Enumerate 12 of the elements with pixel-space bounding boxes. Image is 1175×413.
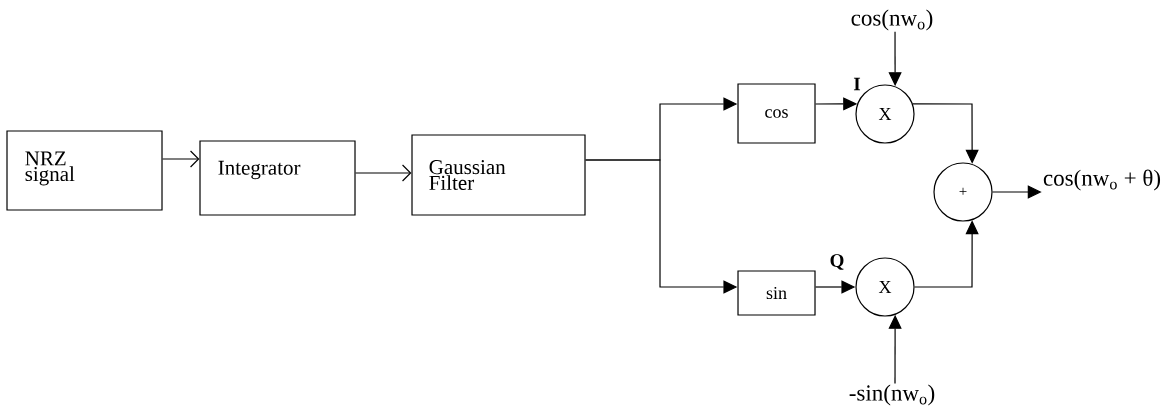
signal-label: cos(nw$_{o}$) <box>851 9 933 31</box>
arrow <box>355 164 412 182</box>
function-box: sin <box>737 270 816 316</box>
process-box: Integrator <box>199 140 356 216</box>
arrow <box>912 103 979 164</box>
edge-label: Q <box>828 253 846 271</box>
process-box: Gaussian Filter <box>411 134 586 216</box>
process-box: NRZ signal <box>6 130 163 211</box>
signal-label: -sin(nw$_{o}$) <box>849 384 935 406</box>
signal-label: cos(nw$_{o}$ + θ) <box>1043 169 1161 191</box>
function-box: cos <box>737 83 816 144</box>
arrow <box>162 150 200 168</box>
